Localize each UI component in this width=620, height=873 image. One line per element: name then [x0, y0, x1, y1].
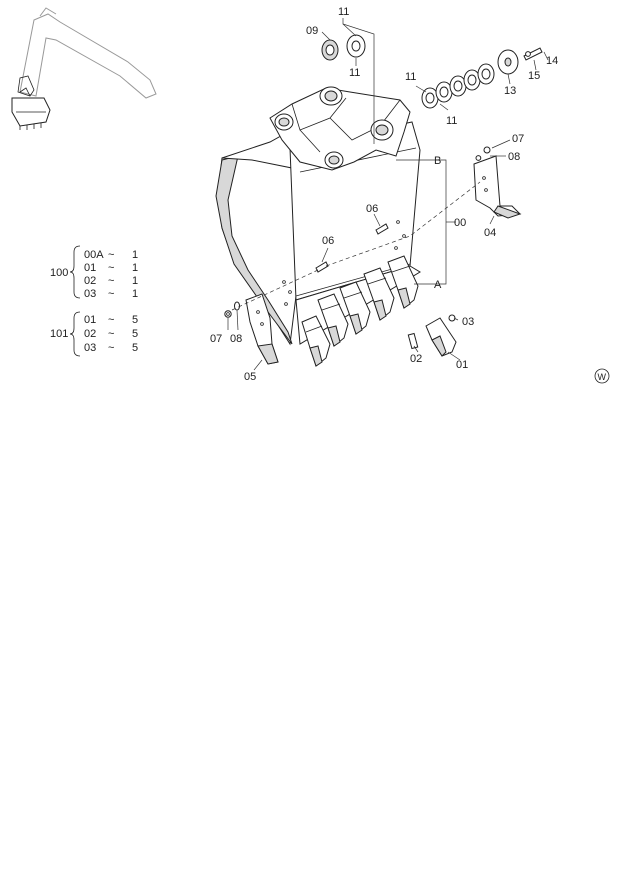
legend-101-label: 101: [50, 328, 68, 340]
bucket-teeth: [301, 255, 419, 367]
excavator-thumbnail: [11, 7, 157, 130]
legend-group-101: 101 01 ~ 5 02 ~ 5 03 ~ 5: [50, 311, 138, 357]
callout-06-upper: 06: [366, 203, 378, 215]
loose-tooth-assembly: [407, 314, 457, 357]
legend-100-row-3-code: 03: [84, 288, 96, 300]
callout-07-left: 07: [210, 333, 222, 345]
callout-15: 15: [528, 70, 540, 82]
callout-00: 00: [454, 217, 466, 229]
callout-labels: 11 09 11 11 11 13 14 15 07 08 B 00 06 04…: [210, 6, 558, 383]
callout-06-lower: 06: [322, 235, 334, 247]
w-mark: W: [594, 368, 610, 384]
legend-100-row-3-qty: 1: [132, 288, 138, 300]
legend-100-row-2-sep: ~: [108, 275, 114, 287]
leader-lines: [227, 18, 549, 371]
callout-01: 01: [456, 359, 468, 371]
bucket-bracket: [269, 86, 411, 171]
callout-11-left: 11: [349, 67, 360, 79]
pin-shims-right: [421, 47, 543, 109]
legend-101-row-2-code: 03: [84, 342, 96, 354]
callout-13: 13: [504, 85, 516, 97]
w-mark-letter: W: [598, 372, 607, 382]
callout-11-right-bottom: 11: [446, 115, 457, 127]
legend-101-row-0-sep: ~: [108, 314, 114, 326]
legend-101-row-1-qty: 5: [132, 328, 138, 340]
legend-100-row-2-qty: 1: [132, 275, 138, 287]
legend-100-row-1-sep: ~: [108, 262, 114, 274]
legend-100-row-2-code: 02: [84, 275, 96, 287]
callout-03: 03: [462, 316, 474, 328]
legend-100-label: 100: [50, 267, 68, 279]
legend-100-row-1-code: 01: [84, 262, 96, 274]
legend-101-row-0-code: 01: [84, 314, 96, 326]
legend-101-row-1-code: 02: [84, 328, 96, 340]
legend-100-row-3-sep: ~: [108, 288, 114, 300]
callout-14: 14: [546, 55, 558, 67]
legend-101-row-2-sep: ~: [108, 342, 114, 354]
legend-101-row-0-qty: 5: [132, 314, 138, 326]
legend-101-row-1-sep: ~: [108, 328, 114, 340]
callout-11-right-top: 11: [405, 71, 416, 83]
callout-A: A: [434, 279, 442, 291]
legend-100-row-0-code: 00A: [84, 249, 104, 261]
callout-B: B: [434, 155, 441, 167]
callout-08-left: 08: [230, 333, 242, 345]
callout-05: 05: [244, 371, 256, 383]
callout-11-top: 11: [338, 6, 349, 18]
callout-09: 09: [306, 25, 318, 37]
callout-08-right: 08: [508, 151, 520, 163]
callout-02: 02: [410, 353, 422, 365]
callout-04: 04: [484, 227, 496, 239]
legend-100-row-0-sep: ~: [108, 249, 114, 261]
side-cutter-right: [473, 146, 522, 219]
side-cutter-left: [224, 293, 279, 365]
callout-07-right: 07: [512, 133, 524, 145]
legend-101-row-2-qty: 5: [132, 342, 138, 354]
legend-100-row-0-qty: 1: [132, 249, 138, 261]
pin-washers-left: [321, 34, 366, 61]
legend-group-100: 100 00A ~ 1 01 ~ 1 02 ~ 1 03 ~ 1: [50, 245, 138, 300]
legend-100-row-1-qty: 1: [132, 262, 138, 274]
